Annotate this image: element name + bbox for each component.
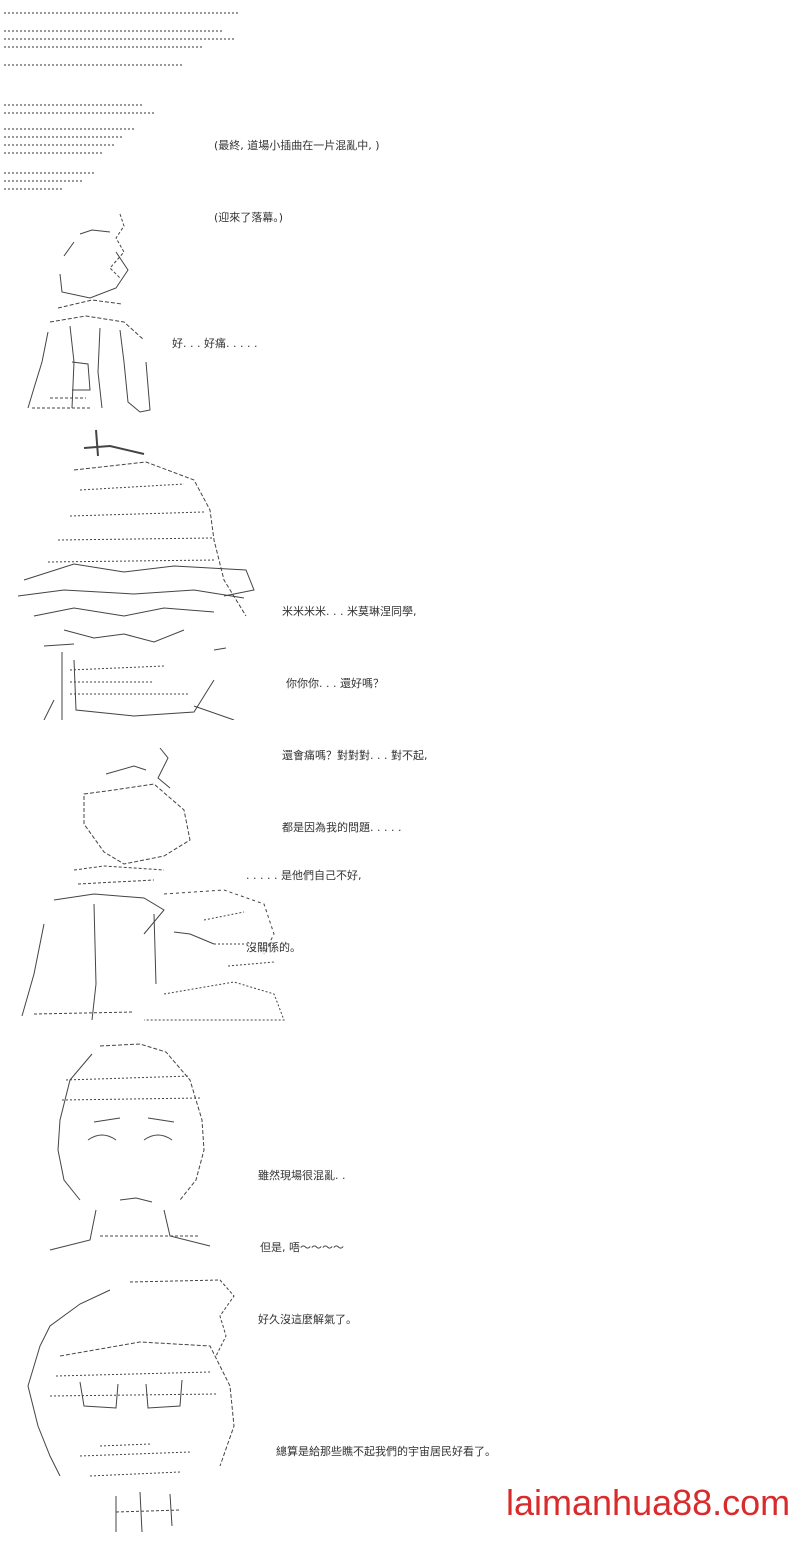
- ascii-art-character-1: [20, 212, 170, 417]
- dialogue-line: 米米米米. . . 米莫琳涅同學,: [282, 605, 417, 618]
- ascii-art-character-2: [14, 420, 262, 720]
- ascii-art-character-4: [40, 1040, 220, 1260]
- panel-2-dialogue: 米米米米. . . 米莫琳涅同學, 你你你. . . 還好嗎？ 還會痛嗎？對對對…: [282, 552, 427, 864]
- dialogue-line: . . . . . 是他們自己不好,: [246, 869, 362, 882]
- intro-line: (最終, 道場小插曲在一片混亂中, ): [214, 139, 380, 152]
- dialogue-line: 沒關係的。: [246, 941, 301, 954]
- dialogue-line: 好久沒這麼解氣了。: [258, 1313, 357, 1326]
- dialogue-line: 還會痛嗎？對對對. . . 對不起,: [282, 749, 428, 762]
- intro-narration: (最終, 道場小插曲在一片混亂中, ) (迎來了落幕。): [214, 86, 380, 254]
- ascii-art-character-3: [14, 744, 294, 1026]
- dialogue-line: 雖然現場很混亂. .: [258, 1169, 346, 1182]
- dialogue-line: 你你你. . . 還好嗎？: [286, 677, 384, 690]
- intro-line: (迎來了落幕。): [214, 211, 284, 224]
- panel-5-dialogue: 總算是給那些瞧不起我們的宇宙居民好看了。: [276, 1392, 496, 1488]
- dialogue-line: 總算是給那些瞧不起我們的宇宙居民好看了。: [276, 1445, 496, 1458]
- panel-1-dialogue: 好. . . 好痛. . . . .: [172, 284, 257, 380]
- dialogue-line: 好. . . 好痛. . . . .: [172, 337, 258, 350]
- panel-3-dialogue: . . . . . 是他們自己不好, 沒關係的。: [246, 816, 361, 984]
- ascii-art-character-5: [20, 1276, 252, 1534]
- dialogue-line: 都是因為我的問題. . . . .: [282, 821, 402, 834]
- dialogue-line: 但是, 唔～～～～: [260, 1241, 344, 1254]
- watermark: laimanhua88.com: [506, 1482, 791, 1523]
- panel-4-dialogue: 雖然現場很混亂. . 但是, 唔～～～～ 好久沒這麼解氣了。: [258, 1116, 357, 1356]
